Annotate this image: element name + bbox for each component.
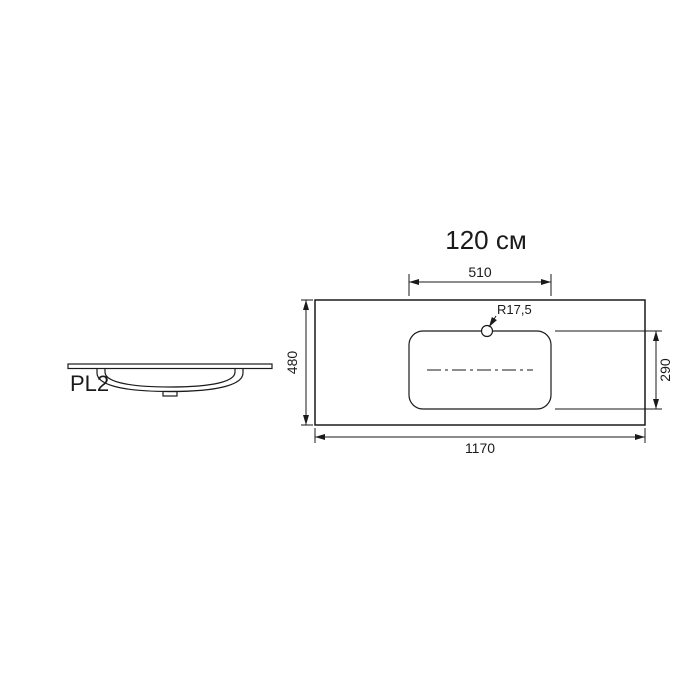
faucet-hole bbox=[480, 324, 494, 338]
basin-outer-profile bbox=[96, 368, 244, 393]
dimensions: 510 R17,5 480 290 bbox=[284, 264, 673, 456]
side-view-label: PL2 bbox=[70, 371, 109, 396]
dim-countertop-width: 1170 bbox=[314, 428, 646, 456]
basin-inner-profile bbox=[104, 368, 236, 388]
side-view: PL2 bbox=[67, 363, 273, 397]
dim-value-1170: 1170 bbox=[465, 440, 495, 456]
dim-value-290: 290 bbox=[657, 358, 673, 382]
countertop-slab-side bbox=[67, 363, 273, 370]
dim-countertop-depth: 480 bbox=[284, 299, 313, 426]
top-view bbox=[314, 299, 646, 426]
countertop-outline bbox=[314, 299, 646, 426]
dim-cutout-width: 510 bbox=[408, 264, 552, 296]
dim-value-510: 510 bbox=[468, 264, 492, 280]
drain-detail bbox=[162, 390, 178, 397]
dim-faucet-radius: R17,5 bbox=[488, 302, 532, 328]
dim-value-r17-5: R17,5 bbox=[497, 302, 532, 317]
dim-value-480: 480 bbox=[284, 351, 300, 375]
drawing-title: 120 см bbox=[445, 225, 526, 255]
leader-line-r17-5 bbox=[488, 315, 497, 328]
basin-cutout-outline bbox=[408, 330, 552, 410]
dim-cutout-depth: 290 bbox=[555, 330, 673, 410]
